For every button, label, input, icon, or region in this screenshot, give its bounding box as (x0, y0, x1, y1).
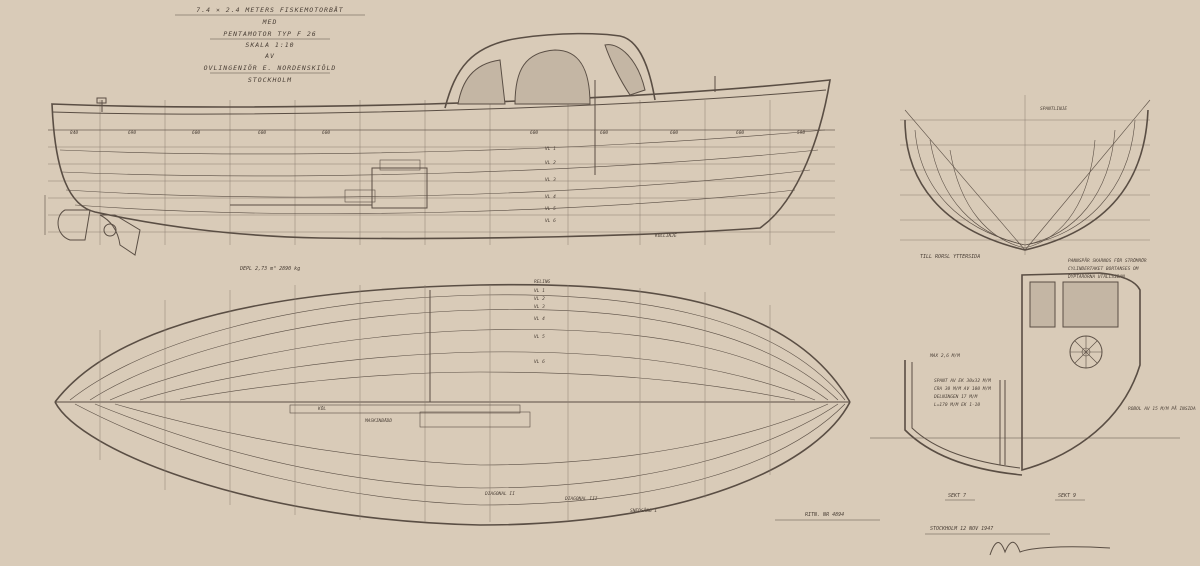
signature: E. Nordenskiöld (1040, 556, 1081, 562)
plan-waterline-label: VL 5 (534, 334, 545, 340)
section-right-note: ROBOL AV 15 M/M PÅ INSIDA (1128, 405, 1196, 412)
body-plan-label: TILL RORSL YTTERSIDA (920, 254, 980, 260)
profile-waterline-labels: VL 1 VL 2 VL 3 VL 4 VL 5 VL 6 KÖLLINJE (545, 146, 677, 239)
strake-label: KÖL (317, 405, 326, 412)
section-left-note: SPANT AV EK 30x32 M/M (934, 378, 991, 384)
plan-waterline-label: VL 6 (534, 359, 545, 365)
title-line-4: SKALA 1:10 (245, 41, 294, 49)
rudder-propeller (57, 209, 141, 256)
section-note: DYPTARORNA UTÅLLSIDAN (1067, 273, 1125, 280)
rail-label: RELING (534, 279, 551, 285)
section-left-note: DELNINGEN 17 M/M (933, 394, 978, 400)
keel-label: KÖLLINJE (654, 232, 677, 239)
title-block: 7.4 × 2.4 METERS FISKEMOTORBÅT MED PENTA… (175, 5, 365, 84)
section-label: SEKT 7 (948, 493, 966, 499)
station-value: 600 (736, 130, 744, 136)
waterline-label: VL 5 (545, 206, 556, 212)
station-value: 600 (322, 130, 330, 136)
midship-section: PANNSPÅR SKARNOS FÖR STRÖMRÖR CYLINDERTA… (870, 257, 1196, 501)
strake-label: DIAGONAL II (484, 491, 515, 497)
signature-mark (989, 541, 1111, 556)
body-plan: TILL RORSL YTTERSIDA SPANTLINJE (900, 95, 1151, 260)
waterline-label: VL 4 (545, 194, 556, 200)
station-value: 840 (70, 130, 78, 136)
plan-waterline-label: VL 1 (534, 288, 545, 294)
drawing-number: RITN. NR 4894 (805, 512, 844, 518)
engine-outline (230, 159, 428, 209)
station-values: 840 690 600 600 600 600 600 600 600 590 (70, 130, 805, 136)
strake-label: MASKINBÄDD (364, 417, 392, 424)
profile-view: 840 690 600 600 600 600 600 600 600 590 … (44, 32, 835, 256)
steering-wheel-icon (1069, 335, 1103, 369)
title-line-6: OVLINGENIÖR E. NORDENSKIÖLD (204, 63, 337, 72)
strake-label: SNEDSÅNG I (630, 507, 657, 514)
plan-waterline-label: VL 2 (534, 296, 545, 302)
section-left-note: MAX 2,6 M/M (929, 353, 960, 359)
station-value: 600 (530, 130, 538, 136)
plan-waterline-label: VL 4 (534, 316, 545, 322)
station-value: 600 (192, 130, 200, 136)
station-value: 600 (258, 130, 266, 136)
title-line-1: 7.4 × 2.4 METERS FISKEMOTORBÅT (196, 5, 343, 14)
title-line-7: STOCKHOLM (248, 76, 292, 84)
station-value: 600 (600, 130, 608, 136)
waterline-label: VL 6 (545, 218, 556, 224)
waterline-label: VL 1 (545, 146, 556, 152)
section-left-note: CRA 30 M/M AV 100 M/M (934, 386, 991, 392)
station-value: 590 (797, 130, 805, 136)
waterline-label: VL 3 (545, 177, 556, 183)
place-date: STOCKHOLM 12 NOV 1947 (930, 526, 993, 532)
plan-heading: DEPL 2,73 m³ 2890 kg (239, 266, 300, 272)
station-value: 600 (670, 130, 678, 136)
plan-waterline-label: VL 3 (534, 304, 545, 310)
section-label: SEKT 9 (1058, 493, 1076, 499)
section-note: CYLINDERTAKET BORTANSES OM (1068, 266, 1139, 272)
station-value: 690 (128, 130, 136, 136)
waterline-label: VL 2 (545, 160, 556, 166)
footer: RITN. NR 4894 STOCKHOLM 12 NOV 1947 E. N… (775, 512, 1111, 562)
section-left-note: L=170 M/M EK 1-10 (934, 402, 980, 408)
title-line-5: AV (264, 52, 275, 60)
half-breadth-plan: DEPL 2,73 m³ 2890 kg (54, 266, 851, 526)
strake-label: DIAGONAL III (564, 496, 598, 502)
title-line-2: MED (262, 18, 278, 26)
title-line-3: PENTAMOTOR TYP F 26 (223, 30, 316, 38)
section-note: PANNSPÅR SKARNOS FÖR STRÖMRÖR (1068, 257, 1147, 264)
rabbet-label: SPANTLINJE (1040, 106, 1067, 112)
